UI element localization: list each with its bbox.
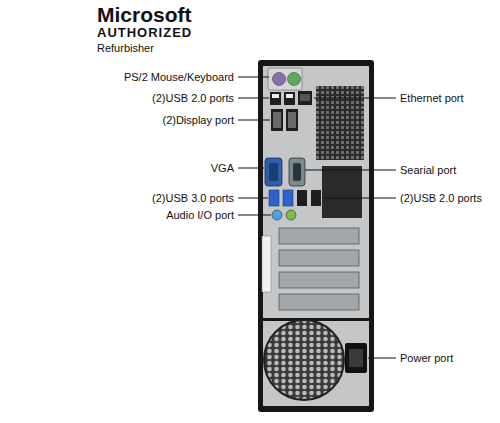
usb-tongue [272,94,279,98]
audio-out [286,210,296,220]
ethernet [298,91,312,105]
leader-line [305,170,396,171]
leader-line [322,198,396,199]
case [258,60,374,412]
power-socket-inner [349,349,363,367]
slot-cover [279,228,359,244]
display-port [286,109,298,131]
audio-ports [272,210,296,220]
leader-line [314,98,396,99]
usb2-top [270,92,295,105]
leader-lines [238,77,396,358]
port-label: Searial port [400,164,456,177]
expansion-slots [279,228,359,310]
audio-in [272,210,282,220]
leader-line [238,215,271,216]
slot-cover [279,272,359,288]
leader-line [238,198,268,199]
ps2-ports [268,68,302,90]
slot-cover [279,294,359,310]
logo-subtitle: AUTHORIZED [97,25,192,41]
case-panel [263,66,369,406]
vga-port [265,158,282,186]
usb3-port [283,190,293,206]
display-port [271,109,283,131]
leader-line [238,120,270,121]
serial-sticker [262,236,271,292]
port-label: VGA [211,162,234,175]
usb2-port [311,190,321,206]
usb-port [284,92,295,105]
ps2-keyboard [288,73,301,86]
panel-divider [263,318,369,321]
port-label: Ethernet port [400,92,464,105]
display-port-inner [288,112,296,128]
ethernet-port [298,91,312,105]
fan-grille [264,320,344,400]
vga-inner [269,163,278,181]
usb2-port [297,190,307,206]
vga [265,158,282,186]
port-label: (2)USB 2.0 ports [400,192,482,205]
ethernet-inner [300,94,310,101]
leader-line [368,358,396,359]
usb3-port [269,190,279,206]
serial-inner [293,163,301,181]
usb-tongue [286,94,293,98]
serial [289,158,305,186]
port-label: Power port [400,352,453,365]
case-outline [258,60,374,412]
display-port-inner [273,112,281,128]
usb3-ports [269,190,293,206]
leader-line [238,168,264,169]
logo-caption: Refurbisher [97,41,154,55]
fan [264,320,344,400]
display-ports [271,109,298,131]
power-socket-body [345,343,367,373]
power-socket [345,343,367,373]
ps2-mouse [273,73,286,86]
port-label: PS/2 Mouse/Keyboard [124,71,234,84]
vent-grille [316,86,364,160]
leader-line [238,98,269,99]
port-label: Audio I/O port [166,209,234,222]
slot-cover [279,250,359,266]
port-label: (2)Display port [162,114,234,127]
latch-area [322,166,362,218]
serial-port [289,158,305,186]
usb-port [270,92,281,105]
port-label: (2)USB 2.0 ports [152,92,234,105]
port-label: (2)USB 3.0 ports [152,192,234,205]
usb2-ports [297,190,321,206]
ps2-plate [268,68,302,90]
leader-line [238,77,269,78]
logo-title: Microsoft [97,3,192,27]
